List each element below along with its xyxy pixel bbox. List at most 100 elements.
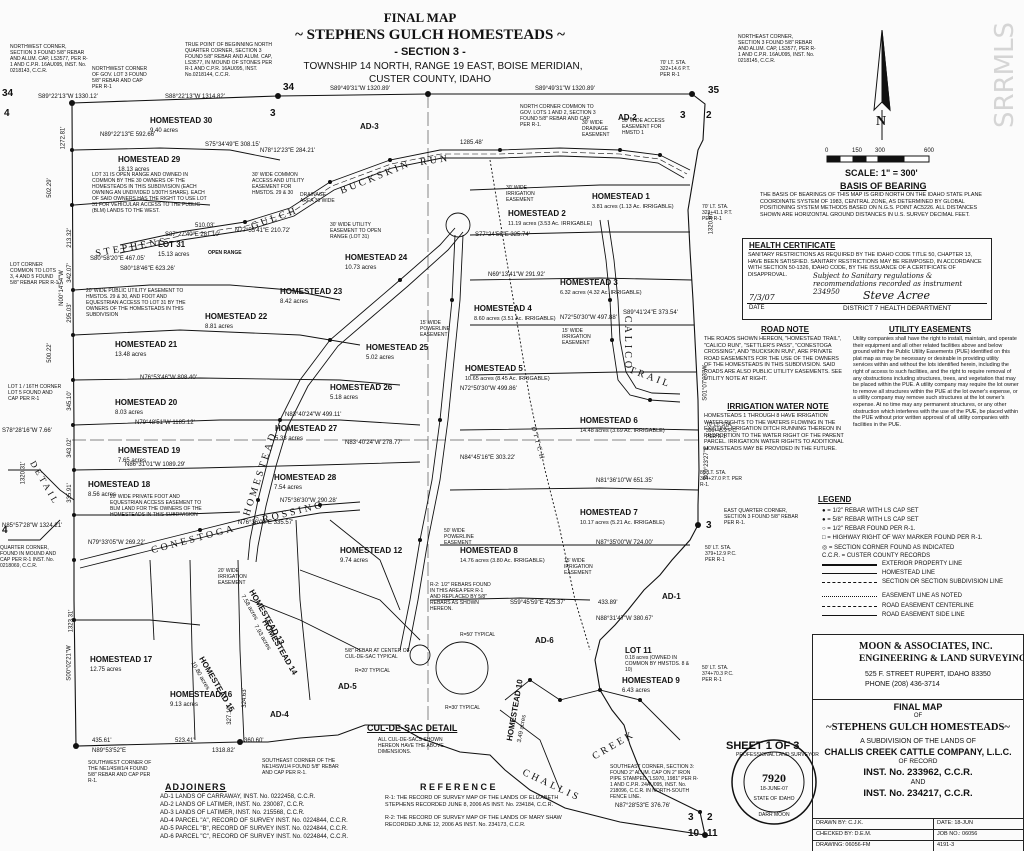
culdesac-r20: R=20' TYPICAL [355, 668, 391, 674]
bearing-label: 342.07' [66, 263, 73, 283]
watermark-text: SRRMLS [990, 21, 1020, 128]
bearing-label: 1285.48' [460, 140, 483, 146]
utility-heading: UTILITY EASEMENTS [888, 325, 972, 334]
bearing-label: 510.03' [195, 223, 215, 229]
map-title-final: FINAL MAP [383, 10, 457, 25]
annotation-note: LOT 31 IS OPEN RANGE AND OWNED IN COMMON… [92, 172, 207, 214]
section-number: 2 [707, 812, 713, 823]
bearing-label: S89°41'24"E 373.54' [623, 310, 678, 316]
final-map-l4: A SUBDIVISION OF THE LANDS OF [860, 738, 976, 745]
company-sub: ENGINEERING & LAND SURVEYING [859, 654, 1024, 664]
bearing-label: 295.03' [66, 303, 73, 323]
road-calico-trail-line [607, 219, 681, 395]
bearing-label: S80°18'46"E 623.26' [120, 266, 175, 272]
legend-item: C.C.R. = CUSTER COUNTY RECORDS [822, 553, 931, 559]
adjoiners-heading: ADJOINERS [165, 782, 227, 792]
bearing-label: N72°50'30"W 497.88' [560, 315, 617, 321]
annotation-note: DRAINAGE AREA 30 WIDE [300, 192, 335, 204]
bearing-label: N83°40'24"W 278.77' [345, 440, 402, 446]
final-map-l9: INST. No. 234217, C.C.R. [863, 788, 973, 799]
culdesac-note: ALL CUL-DE-SACS SHOWN HEREON HAVE THE AB… [378, 737, 444, 755]
adjoiner-item: AD-5 PARCEL "B", RECORD OF SURVEY INST. … [160, 826, 348, 832]
annotation-note: LOT CORNER COMMON TO LOTS 3, 4 AND 5 FOU… [10, 262, 60, 286]
culdesac-r30: R=30' TYPICAL [445, 705, 481, 711]
bearing-label: 335.91' [66, 483, 73, 503]
company-phone: PHONE (208) 436-3714 [865, 681, 940, 688]
road-settlers-pass-line [407, 234, 464, 653]
legend-item: ○ = 1/2" REBAR FOUND PER R-1. [822, 526, 916, 532]
culdesac-center-note: 5/8" REBAR AT CENTER OF CUL-DE-SAC TYPIC… [345, 648, 410, 660]
bearing-label: N88°31'47"W 380.67' [596, 616, 653, 622]
bearing-label: N79°48'51"W 1185.12' [135, 420, 195, 426]
section-number: 4 [2, 525, 8, 536]
annotation-note: 15' WIDE IRRIGATION EASEMENT [564, 558, 593, 576]
health-date-label: DATE [749, 305, 765, 311]
bearing-label: 345.10' [66, 391, 73, 411]
legend-heading: LEGEND [818, 495, 852, 504]
bearing-label: S87°27'40"E 281.10' [165, 232, 220, 238]
scale-tick-300: 300 [875, 148, 886, 154]
scale-tick-600: 600 [924, 148, 935, 154]
annotation-note: 30' WIDE IRRIGATION EASEMENT [506, 185, 535, 203]
road-buckskin-run-line [119, 147, 691, 246]
company-name: MOON & ASSOCIATES, INC. [859, 641, 993, 652]
annotation-note: LOT 1 / 16TH CORNER LOT 5 FOUND AND CAP … [8, 384, 62, 402]
section-number: 11 [707, 828, 718, 839]
annotation-note: 30' WIDE ACCESS EASEMENT FOR HMSTD 1 [622, 118, 665, 136]
bearing-label: N87°35'00"W 724.00' [596, 540, 653, 546]
section-number: 2 [706, 110, 712, 121]
bearing-label: N76°53'46"W 808.40' [140, 375, 197, 381]
annotation-note: QUARTER CORNER, FOUND IN MOUND AND CAP P… [0, 545, 57, 569]
map-title-township: TOWNSHIP 14 NORTH, RANGE 19 EAST, BOISE … [303, 61, 583, 72]
map-title-name: ~ STEPHENS GULCH HOMESTEADS ~ [295, 27, 565, 43]
bearing-label: S00°02'21"W [66, 645, 73, 681]
irrigation-note-text: HOMESTEADS 1 THROUGH 8 HAVE IRRIGATION W… [704, 413, 844, 452]
final-map-l7: INST. No. 233962, C.C.R. [863, 767, 973, 778]
annotation-note: SOUTHWEST CORNER OF THE NE1/4SW1/4 FOUND… [88, 760, 152, 784]
bearing-label: N83°40'24"W 499.11' [285, 412, 342, 418]
road-name: CALICO [622, 315, 634, 372]
adjoiner-item: AD-2 LANDS OF LATIMER, INST. No. 230087,… [160, 802, 305, 808]
health-dept: DISTRICT 7 HEALTH DEPARTMENT [843, 305, 952, 312]
road-homestead-line [255, 231, 464, 563]
annotation-note: 70' LT. STA. 322+14.6 P.T. PER R-1 [660, 60, 691, 78]
bearing-label: S89°22'13"W 1330.12' [38, 94, 98, 100]
section-number: 34 [2, 88, 14, 99]
bearing-label: 500.22' [46, 343, 53, 363]
bearing-label: 1323.31' [68, 609, 75, 633]
road-settlers-pass-line [399, 234, 456, 651]
bearing-label: 213.32' [66, 228, 73, 248]
bearing-label: N79°33'05"W 269.22' [88, 540, 145, 546]
bearing-label: 327.10' [226, 705, 233, 725]
annotation-note: SOUTHEAST CORNER, SECTION 3: FOUND 2" AL… [610, 764, 699, 800]
surveyor-seal [731, 739, 817, 825]
drawing-no: DRAWING: 06056-FM [816, 842, 871, 848]
health-handwritten-note: Subject to Sanitary regulations & recomm… [813, 272, 963, 296]
adjoiner-label: AD-6 [535, 636, 554, 645]
annotation-note: 50' WIDE POWERLINE EASEMENT [444, 528, 475, 546]
bearing-label: S75°34'49"E 308.15' [205, 142, 260, 148]
legend-item: □ = HIGHWAY RIGHT OF WAY MARKER FOUND PE… [822, 535, 983, 541]
title-block-table: DRAWN BY: C.J.K. DATE: 18-JUN CHECKED BY… [812, 818, 1024, 851]
bearing-label: N85°57'28"W 1324.21' [2, 523, 63, 529]
adjoiner-label: AD-1 [662, 592, 681, 601]
health-signature: Steve Acree [863, 289, 931, 302]
legend-item: EXTERIOR PROPERTY LINE [882, 561, 963, 567]
final-map-block: FINAL MAP OF ~STEPHENS GULCH HOMESTEADS~… [812, 698, 1024, 818]
